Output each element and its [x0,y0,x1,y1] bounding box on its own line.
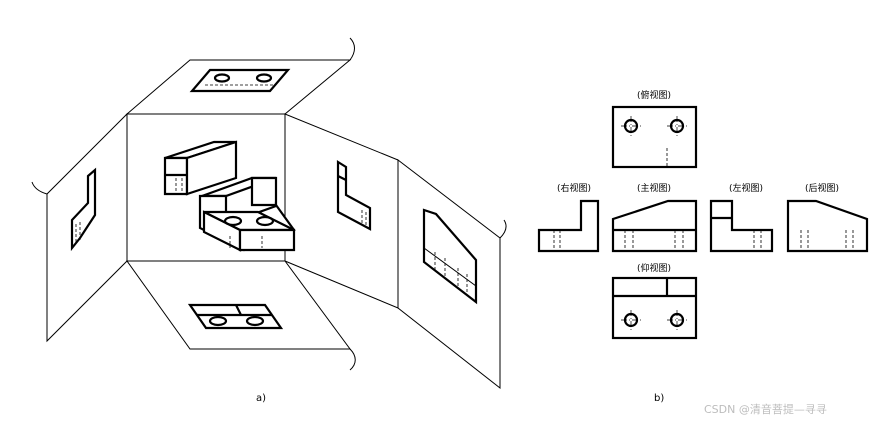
isometric-part [163,140,296,252]
left-fold-arrow [31,181,48,195]
six-views-layout: (俯视图) (右视图) (主视图) (左视 [537,89,869,404]
right-view [537,199,600,253]
right-plane-projection [336,160,372,231]
top-fold-arrow [349,37,355,61]
top-view-label: (俯视图) [637,89,671,101]
panel-b-caption: b) [654,393,664,404]
bottom-fold-arrow [349,348,356,371]
top-plane-projection [189,68,291,93]
rear-plane-projection [422,208,478,305]
left-view-label: (左视图) [729,182,763,194]
right-view-label: (右视图) [557,182,591,194]
left-view [709,199,774,253]
bottom-plane-projection [187,303,284,330]
left-plane [46,112,128,343]
watermark: CSDN @清音菩提—寻寻 [704,402,827,416]
left-plane-projection [70,167,97,252]
bottom-view [611,276,698,340]
bottom-view-label: (仰视图) [637,262,671,274]
unfolded-projection-box: a) [31,37,507,404]
rear-fold-arrow [499,219,507,239]
rear-plane [397,158,501,390]
rear-view [786,199,869,253]
top-view [611,105,698,169]
panel-a-caption: a) [256,393,266,404]
front-view [611,199,698,253]
rear-view-label: (后视图) [805,182,839,194]
front-view-label: (主视图) [637,182,671,194]
